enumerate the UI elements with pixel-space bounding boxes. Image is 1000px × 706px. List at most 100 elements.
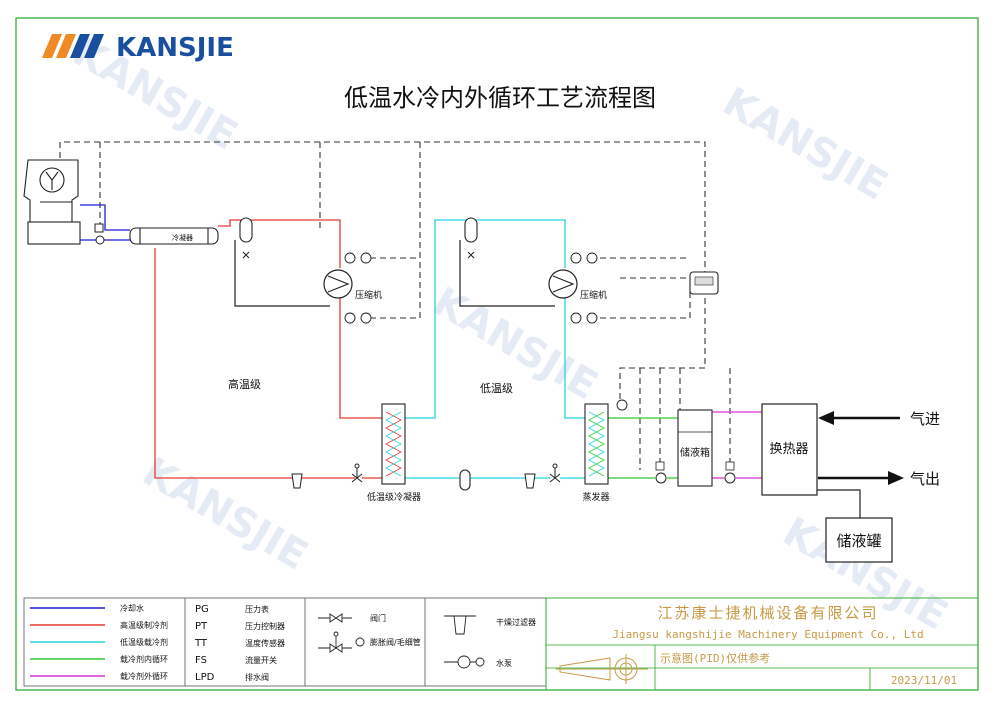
outer-loop-lines bbox=[712, 411, 762, 479]
compressor-icon bbox=[552, 275, 575, 293]
legend-line-label: 载冷剂内循环 bbox=[120, 654, 168, 664]
heat-exchanger-label: 换热器 bbox=[769, 442, 808, 457]
cascade-condenser-label: 低温级冷凝器 bbox=[367, 491, 421, 503]
logo-stripe bbox=[56, 34, 76, 58]
compressor-high: 压缩机 bbox=[323, 269, 382, 301]
compressor-low-label: 压缩机 bbox=[580, 289, 607, 301]
symbol-desc: 水泵 bbox=[496, 658, 512, 668]
legend-line-label: 低温级载冷剂 bbox=[120, 637, 168, 647]
logo-stripe bbox=[70, 34, 90, 58]
condenser: 冷凝器 bbox=[129, 227, 219, 245]
temperature-sensor-icon bbox=[725, 461, 735, 471]
inner-loop-lines bbox=[608, 417, 678, 479]
abbrev-desc: 流量开关 bbox=[245, 655, 277, 665]
pressure-gauge-icon bbox=[570, 312, 582, 324]
title-block: 江苏康士捷机械设备有限公司 Jiangsu kangshijie Machine… bbox=[545, 597, 979, 691]
high-refrigerant-lines bbox=[154, 219, 382, 479]
gas-in-label: 气进 bbox=[910, 410, 940, 428]
pump-symbol-icon bbox=[444, 655, 485, 669]
evaporator-label: 蒸发器 bbox=[582, 491, 609, 503]
coil-icon bbox=[588, 411, 605, 477]
low-gauges bbox=[570, 252, 598, 324]
watermark-text: KANSJIE bbox=[715, 79, 895, 210]
watermark-group: KANSJIE KANSJIE KANSJIE KANSJIE KANSJIE bbox=[65, 29, 955, 640]
logo-text: KANSJIE bbox=[116, 33, 234, 63]
symbol-desc: 阀门 bbox=[370, 613, 386, 623]
coil-icon bbox=[385, 411, 402, 477]
abbrev-code: PG bbox=[195, 604, 209, 615]
high-stage-label: 高温级 bbox=[228, 377, 261, 391]
heat-exchanger: 换热器 bbox=[761, 403, 818, 496]
liquid-tank: 储液箱 bbox=[677, 409, 713, 487]
high-drier-filter-icon bbox=[291, 473, 303, 489]
expansion-valve-symbol-icon bbox=[318, 631, 365, 653]
drawing-date: 2023/11/01 bbox=[891, 674, 957, 687]
pressure-controller-icon bbox=[360, 312, 372, 324]
cooling-water-lines bbox=[80, 204, 130, 241]
watermark-text: KANSJIE bbox=[425, 279, 605, 410]
liquid-tank-label: 储液箱 bbox=[680, 446, 710, 459]
control-lines bbox=[59, 141, 731, 470]
abbrev-desc: 温度传感器 bbox=[245, 638, 285, 648]
abbrev-desc: 压力表 bbox=[245, 604, 269, 614]
logo-stripe bbox=[42, 34, 62, 58]
page-title: 低温水冷内外循环工艺流程图 bbox=[344, 84, 656, 112]
flow-switch-icon bbox=[616, 399, 628, 411]
cascade-condenser: 低温级冷凝器 bbox=[367, 403, 421, 503]
valve-symbol-icon bbox=[318, 613, 352, 623]
abbrev-code: FS bbox=[195, 655, 207, 666]
compressor-high-label: 压缩机 bbox=[355, 289, 382, 301]
abbrev-code: LPD bbox=[195, 672, 215, 683]
evaporator: 蒸发器 bbox=[582, 403, 610, 503]
legend-line-label: 载冷剂外循环 bbox=[120, 671, 168, 681]
low-stage-label: 低温级 bbox=[480, 382, 513, 395]
legend-block: 冷却水 高温级制冷剂 低温级载冷剂 载冷剂内循环 载冷剂外循环 PG 压力表 P… bbox=[23, 597, 547, 687]
legend-abbrev-list: PG 压力表 PT 压力控制器 TT 温度传感器 FS 流量开关 LPD 排水阀 bbox=[194, 604, 285, 683]
drawing-frame bbox=[15, 17, 979, 691]
high-receiver-valve-icon bbox=[242, 251, 250, 259]
gas-in-arrow-icon bbox=[818, 411, 834, 425]
company-name-cn: 江苏康士捷机械设备有限公司 bbox=[657, 604, 878, 622]
cooling-water-fittings bbox=[94, 223, 105, 245]
pressure-controller-icon bbox=[586, 252, 598, 264]
temperature-controller bbox=[689, 271, 719, 295]
coil-icon bbox=[385, 411, 402, 477]
low-liquid-receiver bbox=[464, 217, 478, 243]
storage-tank-label: 储液罐 bbox=[836, 532, 881, 550]
temperature-sensor-icon bbox=[655, 461, 665, 471]
pump-inner-icon bbox=[655, 472, 667, 484]
legend-line-list: 冷却水 高温级制冷剂 低温级载冷剂 载冷剂内循环 载冷剂外循环 bbox=[30, 603, 168, 681]
gas-out-label: 气出 bbox=[910, 470, 940, 488]
abbrev-desc: 压力控制器 bbox=[245, 621, 285, 631]
pid-note: 示意图(PID)仅供参考 bbox=[660, 651, 770, 665]
pressure-controller-icon bbox=[360, 252, 372, 264]
compressor-low: 压缩机 bbox=[548, 269, 607, 301]
storage-tank: 储液罐 bbox=[825, 517, 893, 563]
high-liquid-receiver bbox=[239, 217, 253, 243]
abbrev-code: PT bbox=[195, 621, 208, 632]
symbol-desc: 干燥过滤器 bbox=[496, 617, 536, 627]
controller-display-icon bbox=[694, 276, 714, 286]
projection-symbol-icon bbox=[556, 654, 648, 684]
abbrev-code: TT bbox=[194, 638, 208, 649]
cooling-tower bbox=[23, 159, 81, 245]
expansion-valve-low bbox=[549, 463, 561, 483]
drier-filter-symbol-icon bbox=[444, 615, 476, 635]
pressure-gauge-icon bbox=[344, 312, 356, 324]
expansion-valve-high bbox=[351, 463, 363, 483]
low-receiver-valve-icon bbox=[467, 251, 475, 259]
high-gauges bbox=[344, 252, 372, 324]
condenser-label: 冷凝器 bbox=[172, 233, 193, 242]
legend-symbol-list: 阀门 膨胀阀/毛细管 干燥过滤器 水泵 bbox=[318, 613, 536, 669]
gas-out-arrow-icon bbox=[888, 471, 904, 485]
pressure-gauge-icon bbox=[570, 252, 582, 264]
low-refrigerant-lines bbox=[405, 219, 585, 479]
pressure-gauge-icon bbox=[344, 252, 356, 264]
compressor-icon bbox=[327, 275, 350, 293]
pump-outer-icon bbox=[724, 472, 736, 484]
company-name-en: Jiangsu kangshijie Machinery Equipment C… bbox=[612, 628, 923, 641]
watermark-text: KANSJIE bbox=[135, 449, 315, 580]
company-logo: KANSJIE bbox=[42, 33, 234, 63]
legend-line-label: 高温级制冷剂 bbox=[120, 620, 168, 630]
